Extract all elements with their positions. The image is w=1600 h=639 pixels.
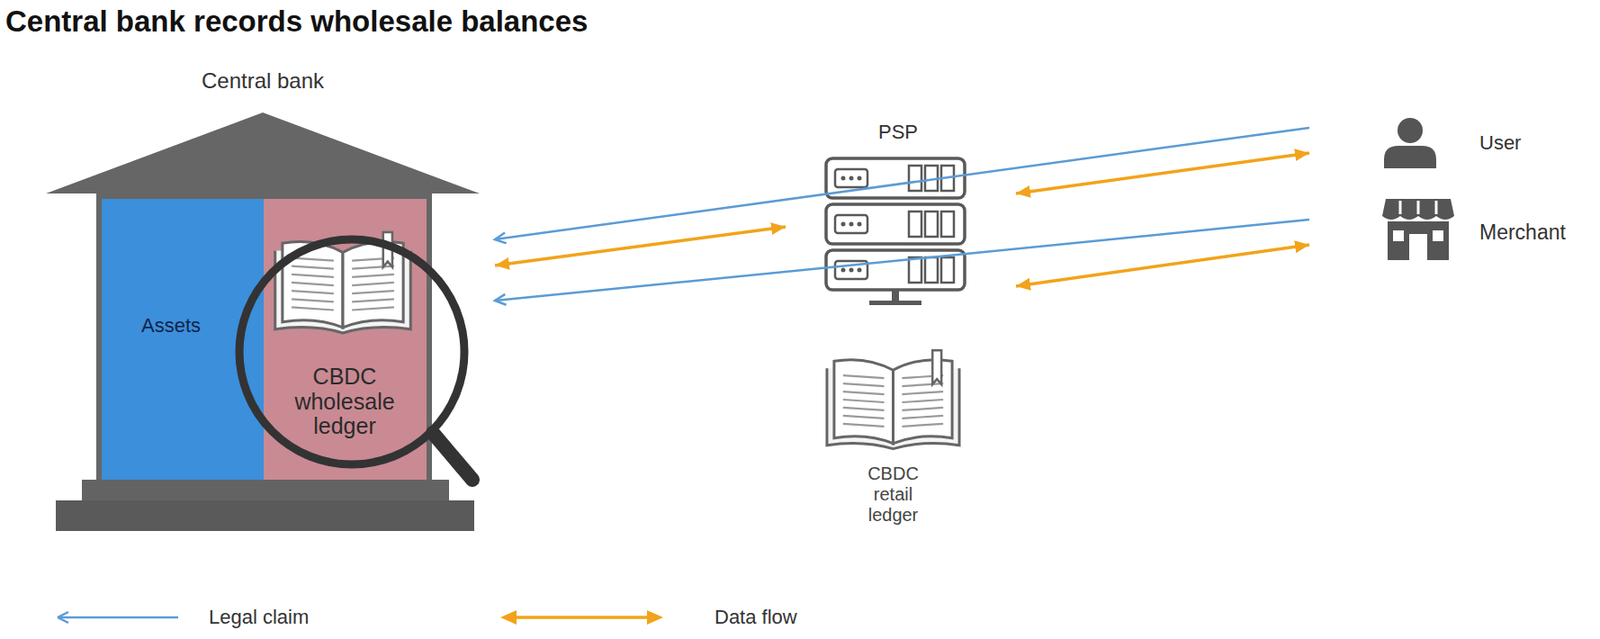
- legal-claim-arrow: [494, 219, 1310, 301]
- user-actor: User: [1309, 107, 1527, 179]
- legend-arrowhead: [57, 611, 69, 623]
- server-panel: [835, 169, 868, 188]
- server-bay: [941, 211, 954, 237]
- legal-claim-arrow: [494, 127, 1310, 240]
- building-roof: [45, 112, 480, 194]
- server-unit: [826, 250, 965, 290]
- legend-data-flow-sample: [514, 615, 649, 620]
- central-bank-building: [45, 112, 480, 531]
- server-unit: [826, 158, 965, 198]
- assets-column: Assets: [101, 198, 264, 480]
- shop-door: [1409, 233, 1428, 261]
- server-unit: [826, 204, 965, 244]
- magnifier-handle: [432, 432, 473, 480]
- retail-ledger: CBDC retail ledger: [821, 341, 965, 545]
- merchant-actor: Merchant: [1309, 184, 1572, 270]
- building-base: [55, 500, 475, 531]
- server-bay: [941, 257, 954, 283]
- server-panel: [835, 215, 868, 234]
- server-led: [841, 222, 846, 227]
- legend-label: Legal claim: [208, 604, 309, 630]
- server-panel: [835, 260, 868, 279]
- user-head: [1397, 117, 1423, 144]
- diagram-title: Central bank records wholesale balances: [5, 3, 588, 40]
- node-label: User: [1479, 131, 1521, 154]
- node-label: Central bank: [35, 68, 490, 94]
- server-led: [857, 176, 863, 181]
- server-bay: [908, 165, 922, 191]
- user-body: [1384, 145, 1437, 169]
- data-flow-arrow: [1015, 152, 1310, 194]
- server-bay: [925, 165, 938, 191]
- server-icon: [826, 158, 965, 306]
- server-led: [841, 268, 846, 273]
- legend-arrowhead: [500, 610, 664, 625]
- shop-body: [1387, 221, 1449, 261]
- psp-server: PSP: [785, 116, 1016, 311]
- server-led: [849, 268, 854, 273]
- magnifier-icon: [239, 239, 473, 480]
- wholesale-ledger-book: [275, 232, 412, 333]
- node-label: Merchant: [1479, 220, 1566, 244]
- building-body: [96, 193, 432, 480]
- server-led: [841, 176, 846, 181]
- node-label: CBDC wholesale ledger: [277, 364, 413, 440]
- server-led: [857, 222, 863, 227]
- server-led: [849, 222, 854, 227]
- retail-ledger-book: [826, 350, 960, 449]
- node-label: CBDC retail ledger: [852, 463, 935, 526]
- building-step: [81, 479, 450, 501]
- node-label: PSP: [785, 120, 1011, 144]
- wholesale-ledger-column: CBDC wholesale ledger: [263, 198, 427, 480]
- data-flow-arrow: [494, 226, 786, 266]
- server-bay: [908, 211, 922, 237]
- server-bay: [941, 165, 954, 191]
- user-icon: [1384, 117, 1437, 169]
- merchant-icon: [1382, 198, 1455, 261]
- server-led: [849, 176, 854, 181]
- server-stem: [891, 290, 899, 301]
- server-led: [857, 268, 863, 273]
- server-foot: [869, 300, 922, 306]
- data-flow-arrow: [1015, 244, 1310, 287]
- legend-legal-claim-sample: [57, 616, 179, 620]
- magnifier-ring: [239, 239, 465, 465]
- shop-window: [1393, 230, 1404, 242]
- shop-awning: [1382, 198, 1455, 220]
- legend-label: Data flow: [714, 604, 798, 630]
- server-bay: [925, 257, 938, 283]
- shop-window: [1432, 230, 1444, 242]
- server-bay: [908, 257, 922, 283]
- node-label: Assets: [141, 314, 201, 337]
- central-bank-building: Central bankAssetsCBDC wholesale ledger: [35, 62, 495, 536]
- server-bay: [925, 211, 938, 237]
